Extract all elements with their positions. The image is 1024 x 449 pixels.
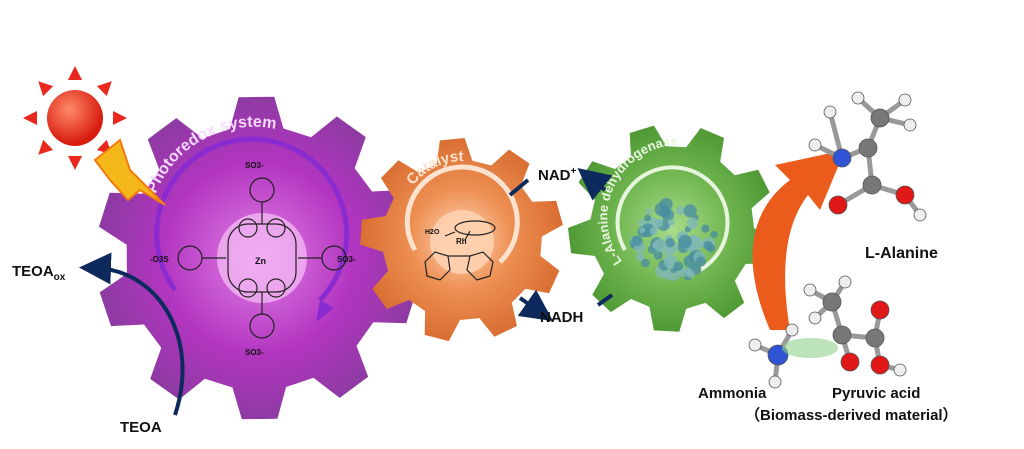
hydrogen-atom [809,312,821,324]
sun-ray [97,81,112,96]
hydrogen-atom [899,94,911,106]
protein-blob [631,236,642,247]
oxygen-atom [871,301,889,319]
oxygen-atom [896,186,914,204]
carbon-atom [823,293,841,311]
so3-top: SO3- [245,161,264,170]
protein-blob [636,253,644,261]
oxygen-atom [871,356,889,374]
protein-blob [674,261,684,271]
hydrogen-atom [894,364,906,376]
carbon-atom [871,109,889,127]
sun-ray [113,111,127,125]
rh-label: Rh [456,237,467,246]
protein-blob [696,256,706,266]
h2o-label: H2O [425,229,440,236]
hydrogen-atom [839,276,851,288]
sun-ray [23,111,37,125]
sun-ray [68,66,82,80]
oxygen-atom [829,196,847,214]
protein-blob [664,272,671,279]
hydrogen-atom [809,139,821,151]
ammonia-label: Ammonia [698,385,767,402]
carbon-atom [859,139,877,157]
hydrogen-atom [786,324,798,336]
nitrogen-atom [833,149,851,167]
protein-blob [686,270,694,278]
protein-blob [646,208,652,214]
l-alanine-label: L-Alanine [865,245,938,262]
zn-label: Zn [255,256,266,266]
hydrogen-atom [804,284,816,296]
so3-right: SO3- [337,255,356,264]
so3-bottom: SO3- [245,348,264,357]
carbon-atom [833,326,851,344]
protein-blob [663,247,672,256]
protein-blob [655,219,664,228]
so3-left: -O3S [150,255,169,264]
protein-blob [650,227,658,235]
sun-ray [38,140,53,155]
protein-blob [665,238,674,247]
protein-blob [639,227,645,233]
carbon-atom [866,329,884,347]
protein-blob [701,225,709,233]
nadh-arrow [520,298,540,312]
protein-blob [710,231,717,238]
pyruvic-acid-label: Pyruvic acid [832,385,920,402]
protein-blob [684,204,697,217]
biomass-note-label: （Biomass-derived material） [745,406,958,424]
protein-blob [659,198,672,211]
hydrogen-atom [824,106,836,118]
hydrogen-atom [904,119,916,131]
sun-ray [38,81,53,96]
oxygen-atom [841,353,859,371]
protein-blob [678,235,692,249]
hydrogen-atom [749,339,761,351]
hydrogen-atom [852,92,864,104]
sun-disc [47,90,103,146]
bond-formation-highlight [782,338,838,358]
teoa-label: TEOA [120,419,162,436]
carbon-atom [863,176,881,194]
protein-blob [668,219,674,225]
hydrogen-atom [769,376,781,388]
protein-blob [707,244,716,253]
hydrogen-atom [914,209,926,221]
protein-blob [687,218,698,229]
protein-blob [644,214,651,221]
nad-label: NAD+ [538,166,577,184]
protein-blob [654,251,663,260]
teoa-ox-label: TEOAox [12,263,66,283]
sun-ray [68,156,82,170]
nadh-label: NADH [540,309,583,326]
